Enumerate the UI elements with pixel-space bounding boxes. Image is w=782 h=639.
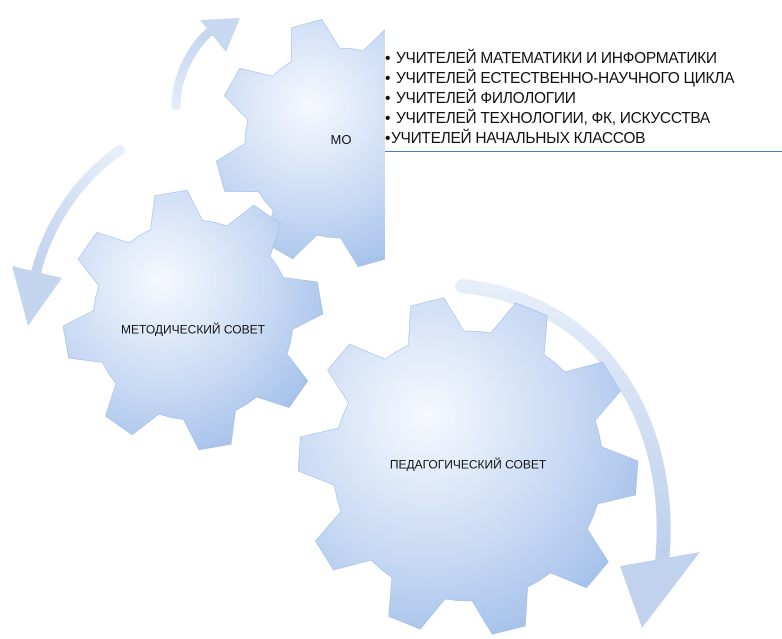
mo-list: УЧИТЕЛЕЙ МАТЕМАТИКИ И ИНФОРМАТИКИ УЧИТЕЛ…: [385, 49, 782, 152]
arrow-top: [171, 18, 240, 111]
mo-list-item: УЧИТЕЛЕЙ НАЧАЛЬНЫХ КЛАССОВ: [385, 129, 782, 149]
arrow-left: [12, 145, 125, 326]
gear-label-mo: МО: [330, 132, 352, 148]
mo-list-item: УЧИТЕЛЕЙ ФИЛОЛОГИИ: [385, 89, 782, 109]
gear-pedagogical: [297, 297, 639, 635]
mo-list-item: УЧИТЕЛЕЙ ТЕХНОЛОГИИ, ФК, ИСКУССТВА: [385, 109, 782, 129]
gear-methodical: [62, 189, 324, 451]
gear-mo: [215, 18, 385, 268]
gear-label-pedagogical: ПЕДАГОГИЧЕСКИЙ СОВЕТ: [389, 457, 547, 472]
arrow-right: [455, 279, 700, 628]
mo-list-item: УЧИТЕЛЕЙ МАТЕМАТИКИ И ИНФОРМАТИКИ: [385, 49, 782, 69]
mo-list-item: УЧИТЕЛЕЙ ЕСТЕСТВЕННО-НАУЧНОГО ЦИКЛА: [385, 69, 782, 89]
gear-label-methodical: МЕТОДИЧЕСКИЙ СОВЕТ: [121, 322, 265, 337]
